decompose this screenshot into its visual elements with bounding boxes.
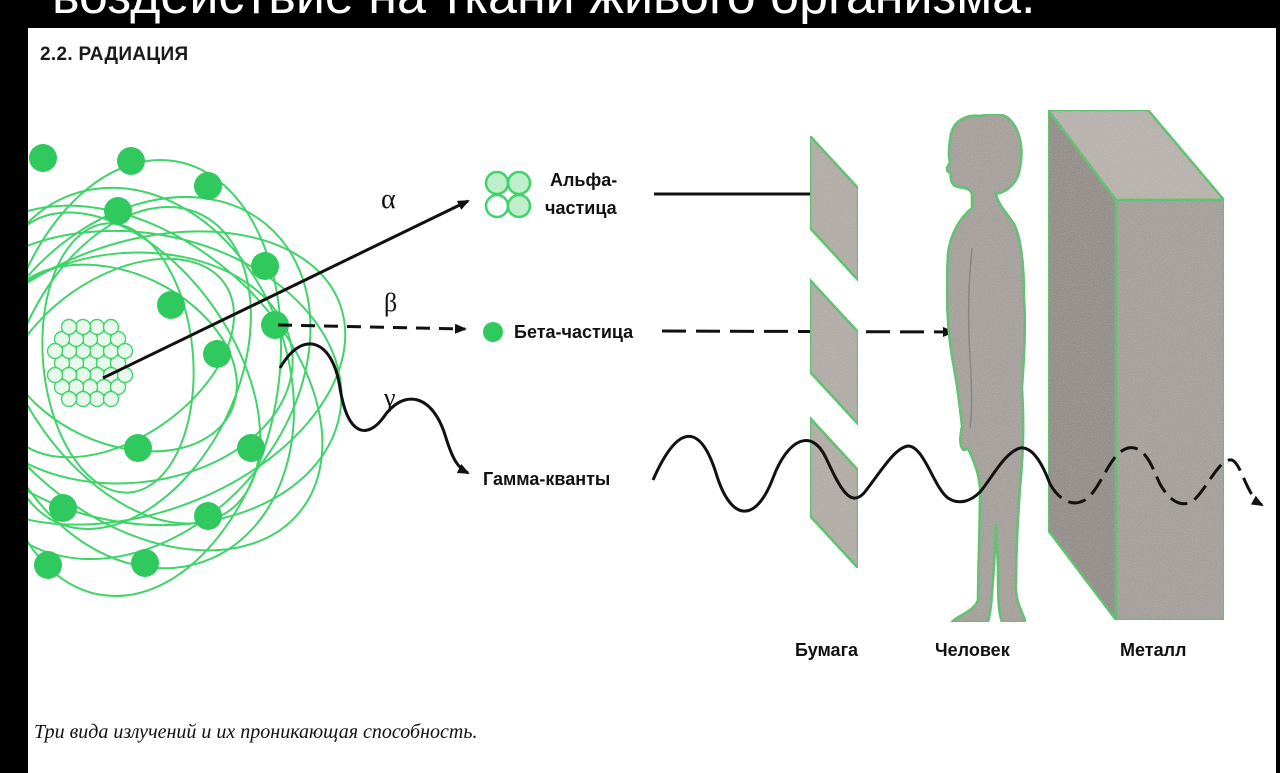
electron: [194, 502, 222, 530]
nucleon: [76, 392, 91, 407]
figure-caption: Три вида излучений и их проникающая спос…: [34, 721, 477, 744]
human-figure: [946, 114, 1026, 622]
alpha-particle-icon: [486, 172, 530, 217]
metal-label: Металл: [1120, 640, 1186, 660]
beta-dashed-arrow-1: [278, 325, 465, 329]
nucleon: [104, 392, 119, 407]
nucleon: [48, 368, 63, 383]
figure-panel: 2.2. РАДИАЦИЯ: [28, 28, 1276, 773]
gamma-wave-from-atom: [280, 344, 468, 473]
paper-sheet-top: [810, 136, 858, 280]
human-label: Человек: [935, 640, 1011, 660]
nucleon: [62, 320, 77, 335]
paper-label: Бумага: [795, 640, 859, 660]
nucleon: [118, 344, 133, 359]
nucleon: [76, 320, 91, 335]
beta-symbol: β: [384, 288, 397, 317]
beta-dashed-arrow-2: [662, 331, 953, 332]
metal-block-front: [1116, 200, 1224, 620]
electron: [29, 144, 57, 172]
slide-banner: воздействие на ткани живого организма.: [0, 0, 1280, 28]
electron: [124, 434, 152, 462]
gamma-symbol: γ: [383, 383, 396, 412]
alpha-particle-label-1: Альфа-: [550, 170, 617, 190]
alpha-trajectory-arrow: [103, 201, 468, 378]
slide-banner-text: воздействие на ткани живого организма.: [52, 0, 1035, 26]
electron: [117, 147, 145, 175]
atom-illustration: [28, 128, 389, 627]
electron: [34, 551, 62, 579]
beta-particle-icon: [483, 322, 503, 342]
nucleon: [90, 392, 105, 407]
nucleus: [48, 320, 133, 407]
electron: [131, 549, 159, 577]
nucleon: [48, 344, 63, 359]
beta-particle-label: Бета-частица: [514, 322, 634, 342]
gamma-quanta-label: Гамма-кванты: [483, 469, 610, 489]
electron: [251, 252, 279, 280]
paper-sheet-bottom: [810, 418, 858, 568]
electron: [157, 291, 185, 319]
nucleon: [104, 320, 119, 335]
alpha-symbol: α: [381, 184, 396, 215]
gamma-wave-through-objects: [653, 436, 826, 511]
electron: [237, 434, 265, 462]
alpha-particle-label-2: частица: [545, 198, 618, 218]
electron: [104, 197, 132, 225]
radiation-diagram: α Альфа- частица β Бета-частица γ Гамма-…: [28, 28, 1276, 718]
metal-block-side: [1048, 110, 1116, 620]
paper-sheet-middle: [810, 280, 858, 424]
electron: [49, 494, 77, 522]
metal-block: [1048, 110, 1224, 620]
nucleon: [90, 320, 105, 335]
paper-sheets: [810, 136, 858, 568]
electron: [203, 340, 231, 368]
electron: [194, 172, 222, 200]
nucleon: [62, 392, 77, 407]
